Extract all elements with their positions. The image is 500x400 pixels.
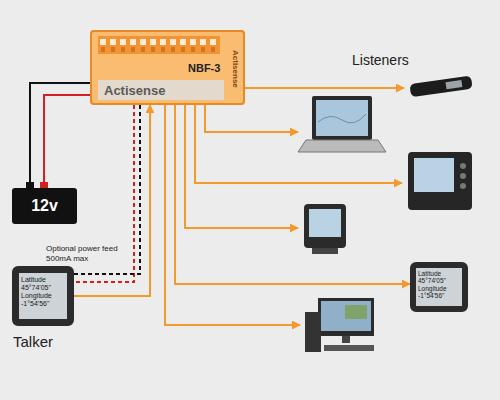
dongle-screen [446,80,463,89]
buffer-device: ActisenseNBF-3Actisense [90,30,245,105]
plotter-screen [309,209,341,237]
listener-lines [165,88,404,325]
button [460,173,466,179]
connector [175,105,410,284]
signal-line [185,105,298,228]
brand-name: Actisense [231,50,240,88]
power-wire [44,95,90,188]
laptop [298,96,386,152]
buffer-housing [90,30,245,105]
battery: 12v [12,188,77,224]
plotter-stand [312,248,338,254]
monitor [318,298,374,336]
computer-tower [305,312,321,352]
plotter-body [408,152,472,210]
group-label: Listeners [352,52,409,68]
small-plotter [304,204,346,254]
talker-display: Latitude 45°74'05" Longitude -1°54'56"Ta… [12,266,74,326]
plotter-screen [414,158,454,192]
listener-display: Latitude 45°74'05" Longitude -1°54'56" [410,262,468,312]
chart-line [318,114,366,123]
laptop-base [298,140,386,152]
power-wire [30,83,90,188]
button [460,183,466,189]
keyboard [324,345,374,351]
signal-line [175,105,410,284]
signal-line [205,105,298,132]
laptop-lid [312,96,372,140]
connector [74,105,150,296]
dongle-body [409,76,472,98]
position-readout: Latitude 45°74'05" Longitude -1°54'56" [418,270,460,300]
laptop-screen [316,100,368,136]
connector [30,83,90,188]
signal-line [74,105,150,296]
signal-line [245,87,404,89]
monitor-screen [321,301,371,331]
device-heading: Talker [13,333,53,350]
voltage-label: 12v [12,197,77,215]
desktop-computer [305,298,374,352]
plotter-body [304,204,346,248]
gps-dongle [409,76,472,98]
brand-name: Actisense [104,83,165,98]
screen-map [345,305,367,319]
chartplotter [408,152,472,210]
monitor-stand [342,336,350,343]
note-label: Optional power feed 500mA max [46,244,128,263]
button [460,163,466,169]
position-readout: Latitude 45°74'05" Longitude -1°54'56" [21,276,65,308]
model-name: NBF-3 [188,62,220,74]
signal-line [165,105,300,325]
